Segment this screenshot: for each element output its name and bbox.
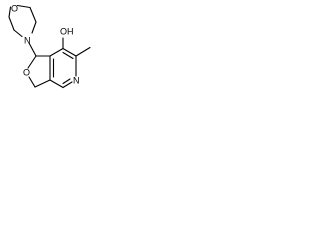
bond-c7-c6 <box>62 47 77 57</box>
bond-c2-c3 <box>29 6 37 23</box>
bond-c7-c6-inner <box>62 51 74 60</box>
atom-morpholine-nitrogen: N <box>24 35 31 45</box>
bond-c7a-c7 <box>49 47 64 57</box>
bond-c5-c6 <box>8 16 15 31</box>
bond-n-c1 <box>28 42 37 57</box>
bond-c1-fo <box>27 55 37 69</box>
bond-c6-mo <box>8 6 12 18</box>
bond-n5-c4-inner <box>62 78 71 85</box>
bond-n-c5 <box>13 29 23 38</box>
atom-furan-oxygen: O <box>23 67 30 77</box>
bond-c3-n <box>31 21 37 34</box>
bond-c6-methyl <box>75 46 91 57</box>
bond-c4-c3a <box>49 79 64 89</box>
atom-hydroxyl: OH <box>60 26 74 36</box>
bond-mo-c2 <box>16 4 31 9</box>
molecule-structure: O N OH O N <box>8 3 91 89</box>
bond-c3-c3a <box>34 79 51 88</box>
bond-fo-c3 <box>28 76 36 88</box>
bond-n5-c4 <box>62 81 73 89</box>
atom-morpholine-oxygen: O <box>11 3 18 13</box>
atom-pyridine-nitrogen: N <box>73 75 80 85</box>
